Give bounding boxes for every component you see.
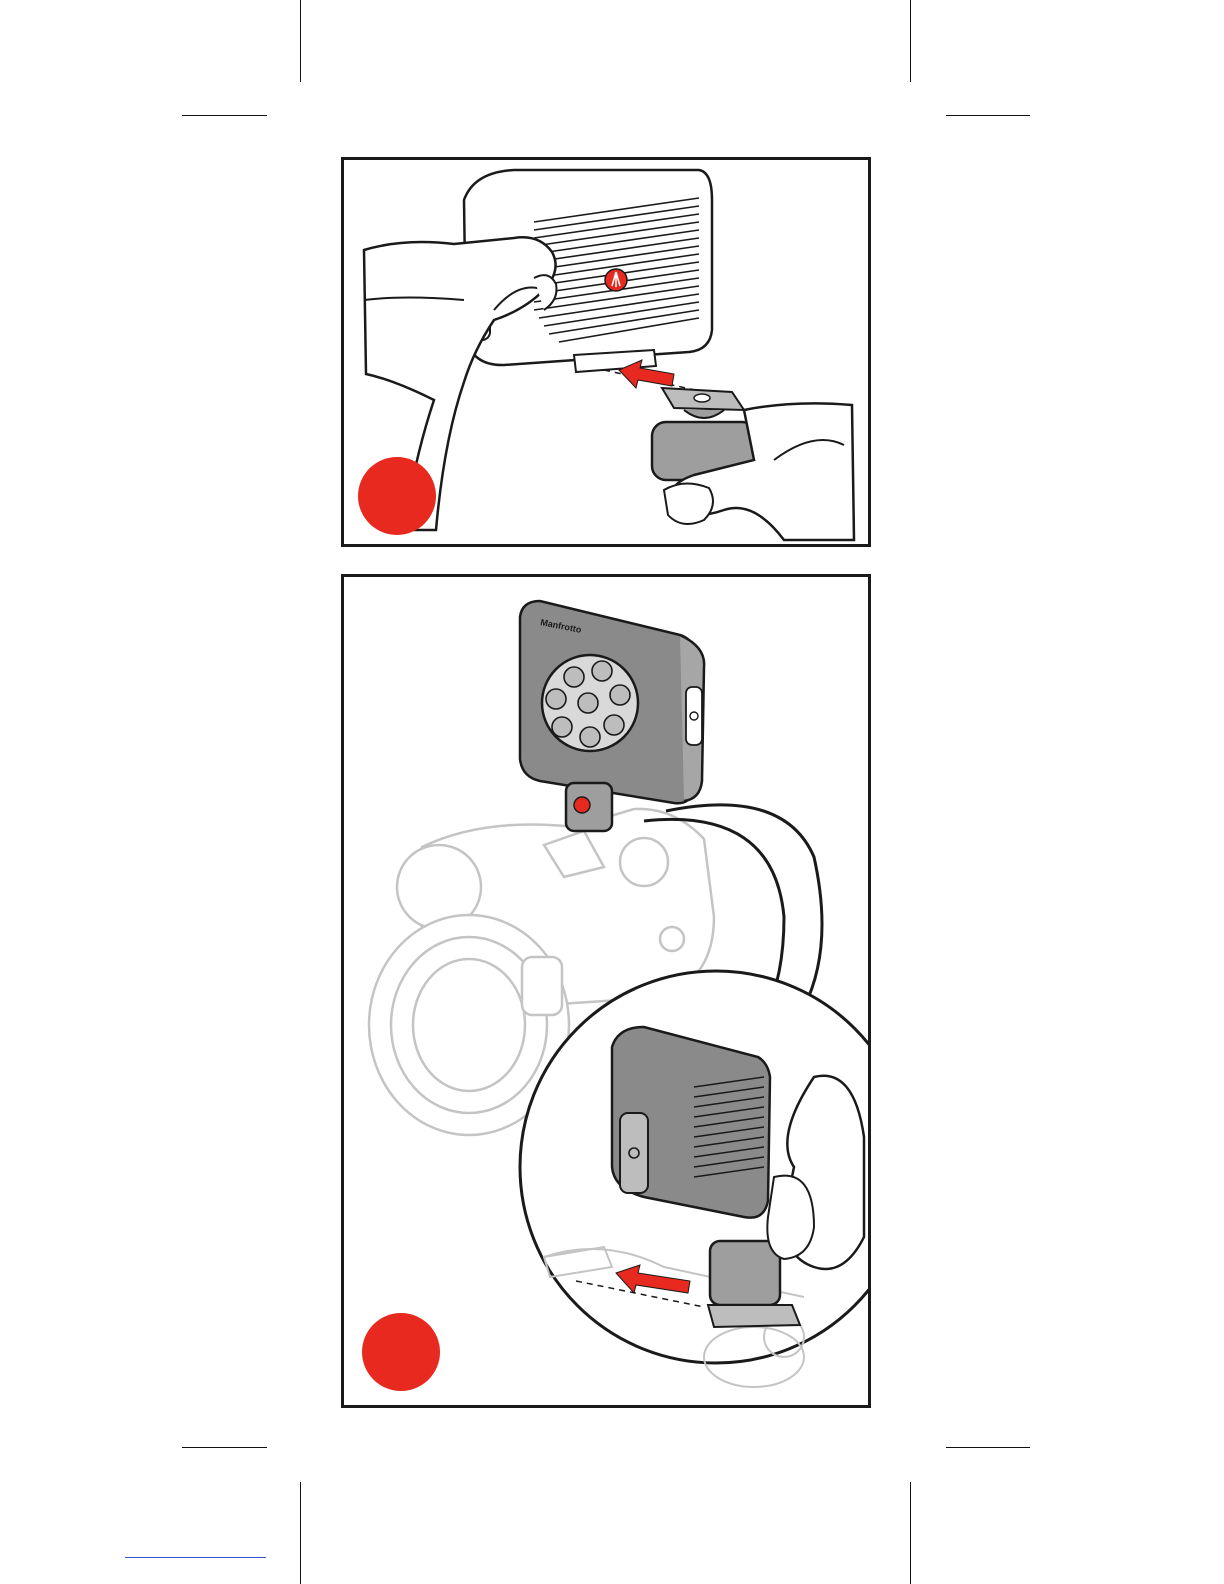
- crop-mark-bottom-right-vertical: [910, 1482, 911, 1584]
- crop-mark-bottom-left-horizontal: [182, 1447, 267, 1448]
- crop-mark-top-right-vertical: [910, 0, 911, 82]
- brand-logo-icon-mount: [574, 797, 590, 813]
- step-2-panel: Manfrotto: [341, 574, 871, 1408]
- step-2-illustration: Manfrotto: [344, 577, 868, 1405]
- step-1-marker: [358, 457, 436, 535]
- crop-mark-top-right-horizontal: [946, 115, 1030, 116]
- crop-mark-bottom-right-horizontal: [946, 1447, 1030, 1448]
- link-underline: [125, 1557, 266, 1558]
- crop-mark-top-left-vertical: [300, 0, 301, 82]
- crop-mark-bottom-left-vertical: [300, 1482, 301, 1584]
- step-1-panel: [341, 157, 871, 547]
- step-2-marker: [362, 1313, 440, 1391]
- crop-mark-top-left-horizontal: [182, 115, 267, 116]
